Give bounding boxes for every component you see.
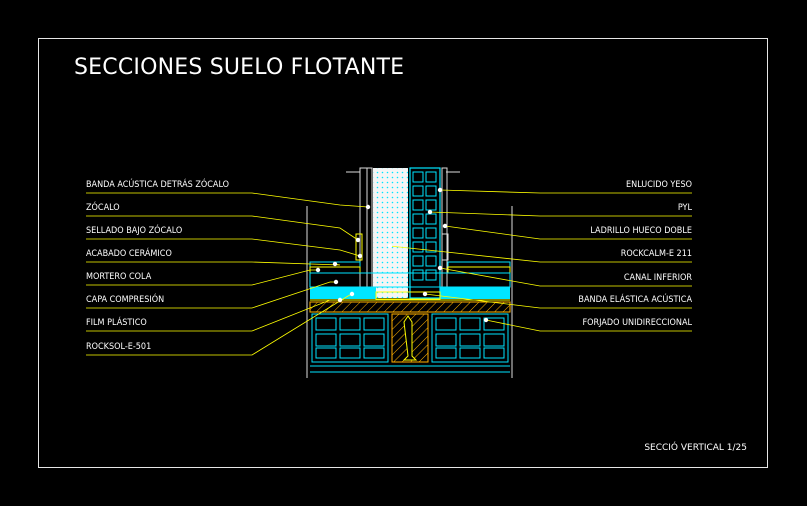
rocksol-e-501 — [310, 287, 376, 299]
vigueta — [402, 315, 418, 361]
enlucido-left — [359, 167, 368, 295]
enlucido-right — [441, 167, 448, 295]
zocalo — [355, 233, 363, 261]
leader-lines-left — [86, 192, 369, 356]
label-capa-compresion: CAPA COMPRESIÓN — [86, 295, 165, 305]
capa-compresion — [309, 272, 511, 288]
label-acabado-ceramico: ACABADO CERÁMICO — [86, 249, 172, 259]
label-film-plastico: FILM PLÁSTICO — [86, 318, 147, 328]
label-forjado-unidireccional: FORJADO UNIDIRECCIONAL — [582, 318, 692, 328]
label-rocksol: ROCKSOL-E-501 — [86, 342, 152, 352]
forjado-unidireccional — [311, 313, 509, 363]
label-rockcalm: ROCKCALM-E 211 — [620, 249, 692, 259]
forjado-top — [309, 301, 511, 313]
label-sellado-bajo-zocalo: SELLADO BAJO ZÓCALO — [86, 226, 183, 236]
drawing-frame — [38, 38, 768, 468]
label-zocalo: ZÓCALO — [86, 203, 120, 213]
label-enlucido-yeso: ENLUCIDO YESO — [626, 180, 692, 190]
leader-lines-right — [389, 189, 692, 332]
pyl-board — [366, 167, 373, 295]
leader-markers — [315, 187, 489, 323]
label-banda-acustica-detras-zocalo: BANDA ACÚSTICA DETRÁS ZÓCALO — [86, 180, 230, 190]
label-pyl: PYL — [677, 203, 692, 213]
label-ladrillo-hueco-doble: LADRILLO HUECO DOBLE — [590, 226, 692, 236]
scale-note: SECCIÓ VERTICAL 1/25 — [644, 443, 747, 453]
drawing-title: SECCIONES SUELO FLOTANTE — [74, 55, 405, 80]
label-canal-inferior: CANAL INFERIOR — [623, 273, 692, 283]
ladrillo-hueco-doble — [409, 167, 441, 299]
label-mortero-cola: MORTERO COLA — [86, 272, 152, 282]
label-banda-elastica-acustica: BANDA ELÁSTICA ACÚSTICA — [578, 295, 692, 305]
